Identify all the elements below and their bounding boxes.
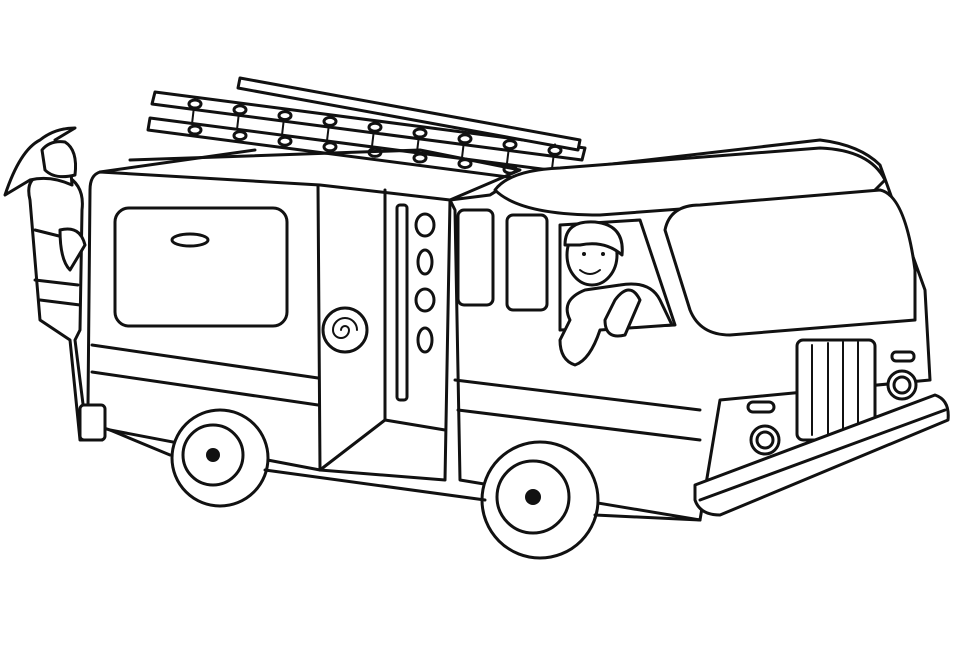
firefighter	[3, 126, 107, 442]
ladder-bolt	[277, 135, 293, 147]
ladder-bolt	[412, 127, 428, 139]
rear-window	[113, 206, 289, 328]
rear-wheel	[170, 408, 270, 508]
headlight-right	[886, 369, 918, 401]
ladder-bolt	[457, 133, 473, 145]
cab-window-2	[505, 213, 549, 312]
ladder-bolt	[322, 115, 338, 127]
cab-window-1	[456, 208, 495, 307]
ladder-bolt	[232, 130, 248, 142]
ladder-bolt	[547, 144, 563, 156]
ladder-bolt	[412, 152, 428, 164]
undercarriage	[108, 428, 702, 522]
headlight-left	[749, 424, 781, 456]
ladder-bolt	[232, 104, 248, 116]
front-wheel	[480, 440, 600, 560]
ladder-bolt	[502, 139, 518, 151]
ladder-bolt	[277, 110, 293, 122]
ladder-bolt	[322, 141, 338, 153]
ladder-bolt	[367, 121, 383, 133]
hose-reel	[321, 306, 369, 354]
ladder	[146, 76, 587, 186]
driver	[558, 220, 674, 367]
rear-body	[86, 148, 522, 482]
ladder-bolt	[187, 98, 203, 110]
ladder-bolt	[187, 124, 203, 136]
